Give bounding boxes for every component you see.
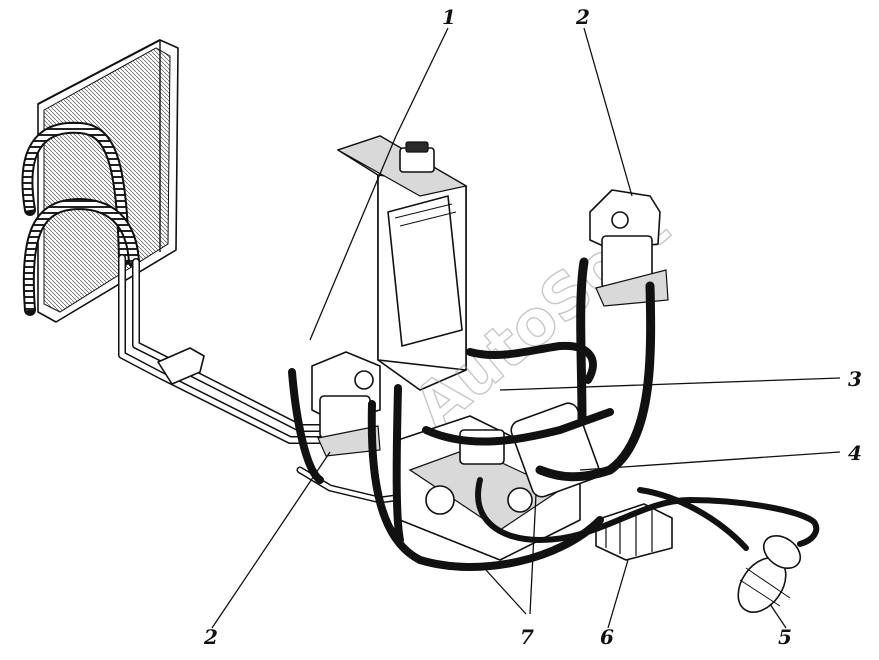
callout-6: 6 xyxy=(600,625,614,649)
radiator-corrugated-hoses xyxy=(21,121,140,316)
leader-2-bottom xyxy=(211,451,331,629)
oil-tank xyxy=(336,135,468,391)
leader-7a xyxy=(485,569,527,615)
callout-2-top: 2 xyxy=(575,5,590,29)
leader-7b xyxy=(529,493,537,615)
leader-1 xyxy=(395,27,449,137)
leader-2-top xyxy=(583,27,633,197)
leader-5 xyxy=(769,603,787,629)
callout-labels: 1 2 3 4 2 7 6 5 xyxy=(203,5,862,649)
callout-1: 1 xyxy=(442,5,456,29)
callout-3: 3 xyxy=(848,367,862,391)
callout-4: 4 xyxy=(848,441,862,465)
callout-2-bottom: 2 xyxy=(203,625,218,649)
leader-1b xyxy=(309,135,397,341)
rubber-pressure-hoses xyxy=(288,257,820,571)
filter-upper xyxy=(589,189,669,307)
filter-lower xyxy=(311,351,381,457)
callout-7: 7 xyxy=(520,625,534,649)
oil-cooler-radiator xyxy=(37,39,179,323)
hydraulic-accumulator xyxy=(737,534,802,613)
callout-5: 5 xyxy=(778,625,792,649)
control-valve-block xyxy=(595,503,673,561)
leader-3 xyxy=(499,377,841,391)
leader-6 xyxy=(607,559,629,629)
callout-leaders xyxy=(211,27,841,629)
leader-4 xyxy=(579,451,841,471)
